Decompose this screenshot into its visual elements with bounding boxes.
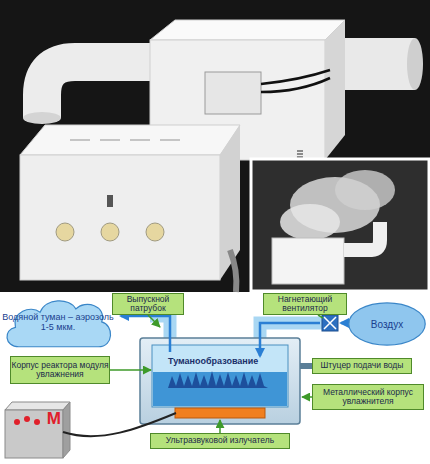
callout-box: Нагнетающий вентилятор — [263, 293, 347, 315]
node-text: Водяной туман – аэрозоль 1-5 мкм. — [2, 313, 114, 333]
inset-photo — [251, 159, 429, 291]
generator-side — [63, 402, 70, 458]
knob — [56, 223, 74, 241]
junction-box — [205, 72, 261, 114]
inset-pipe — [344, 222, 380, 250]
indicator-dot — [24, 416, 30, 422]
mist-flow-arrow — [121, 316, 170, 352]
node-text: Штуцер подачи воды — [321, 361, 404, 370]
reactor-body — [152, 345, 288, 407]
leader-arrow — [110, 369, 151, 371]
process-label: Туманообразование — [168, 356, 258, 366]
leader-arrow — [302, 396, 312, 398]
water-fitting — [300, 363, 312, 369]
unit-side — [325, 20, 345, 160]
leader-arrow — [219, 420, 221, 433]
node-text: M — [47, 410, 61, 429]
control-box-top — [20, 125, 240, 155]
fan-symbol — [322, 315, 338, 331]
mist-spikes — [168, 371, 268, 388]
callout-box: Корпус реактора модуля увлажнения — [10, 356, 110, 384]
node-text: Корпус реактора модуля увлажнения — [11, 361, 109, 380]
callout-box: Выпускной патрубок — [112, 293, 184, 315]
photo — [0, 0, 430, 292]
generator-top — [5, 402, 70, 410]
callout-box: Штуцер подачи воды — [312, 358, 412, 374]
control-box-front — [20, 155, 220, 280]
pipe-end — [23, 112, 61, 124]
vent-slots — [70, 139, 180, 141]
callout-box: Ультразвуковой излучатель — [150, 433, 290, 449]
inlet-pipe — [345, 38, 415, 90]
pipe-end — [407, 38, 423, 90]
node-text: Воздух — [371, 319, 403, 330]
air-ellipse: Воздух — [348, 302, 426, 346]
indicator-dot — [34, 419, 40, 425]
unit-top — [150, 20, 345, 40]
fan-cross — [324, 317, 336, 329]
ultrasonic-emitter — [175, 408, 265, 418]
generator-box: M — [5, 402, 70, 458]
air-flow-arrow — [260, 323, 320, 356]
node-text: Выпускной патрубок — [113, 295, 183, 314]
photo-background — [0, 0, 430, 292]
node-text: Ультразвуковой излучатель — [166, 436, 274, 445]
indicator-dot — [14, 419, 20, 425]
generator-front — [5, 410, 63, 458]
cable — [261, 78, 330, 92]
knob — [101, 223, 119, 241]
water — [153, 372, 287, 406]
inset-unit — [272, 238, 344, 284]
metal-body — [140, 338, 300, 424]
node-text: Металлический корпус увлажнителя — [313, 388, 423, 407]
switch — [107, 195, 113, 207]
hose — [230, 250, 236, 292]
leader-arrow — [148, 315, 160, 327]
ellipse-outline — [349, 303, 425, 345]
mist-cloud: Водяной туман – аэрозоль 1-5 мкм. — [2, 296, 114, 350]
callout-box: Металлический корпус увлажнителя — [312, 384, 424, 410]
leader-line — [318, 315, 323, 318]
outlet-elbow-pipe — [42, 62, 150, 118]
node-text: Нагнетающий вентилятор — [264, 295, 346, 314]
knob — [146, 223, 164, 241]
